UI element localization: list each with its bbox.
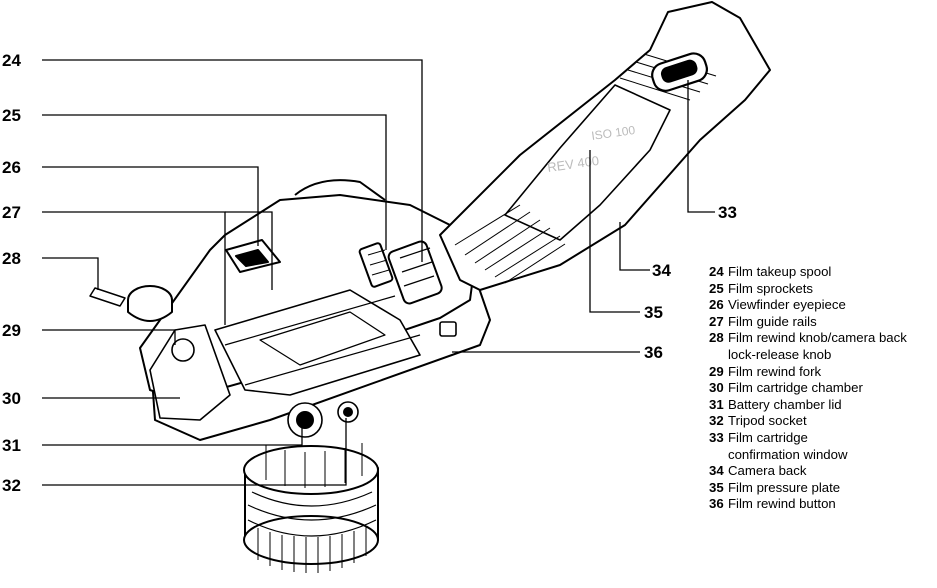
pressure-plate: [504, 84, 671, 241]
legend-item: 24 Film takeup spool: [709, 264, 935, 281]
rewind-button-icon: [439, 321, 457, 337]
legend-number: 29: [709, 363, 724, 379]
leader-28: [42, 257, 99, 290]
leader-24: [42, 59, 423, 262]
callout-27: 27: [2, 203, 21, 222]
legend-number: 28: [709, 330, 724, 346]
viewfinder-eyepiece-icon: [225, 239, 281, 273]
legend-label: Camera back: [728, 463, 807, 479]
legend-label: Film rewind fork: [728, 363, 822, 379]
leader-35: [589, 150, 640, 313]
camera-back-door: REV 400 ISO 100: [439, 1, 771, 291]
legend-number: 30: [709, 380, 724, 396]
callout-26: 26: [2, 158, 21, 177]
legend-label: Film guide rails: [728, 313, 817, 329]
callout-24: 24: [2, 51, 21, 70]
leader-26: [42, 166, 259, 246]
leader-33: [687, 80, 715, 213]
legend-number: 24: [709, 264, 724, 279]
film-gate: [214, 289, 421, 396]
legend-label: Film cartridge chamber: [728, 380, 863, 396]
legend-label: Film takeup spool: [728, 264, 832, 279]
legend-label: Film pressure plate: [728, 479, 841, 495]
takeup-spool-icon: [387, 240, 443, 305]
legend-number: 35: [709, 479, 724, 495]
legend-label: Film rewind knob/camera back lock-releas…: [728, 330, 907, 362]
leader-lines: [42, 59, 715, 486]
legend-number: 25: [709, 280, 724, 296]
legend-number: 36: [709, 496, 724, 512]
rewind-knob-icon: [89, 285, 173, 322]
legend-label: Film sprockets: [728, 280, 813, 296]
callout-28: 28: [2, 249, 21, 268]
callout-34: 34: [652, 261, 671, 280]
legend-number: 34: [709, 463, 724, 479]
callout-31: 31: [2, 436, 21, 455]
callout-numbers: 24 25 26 27 28 29 30 31 32 33 34 35 36: [2, 51, 737, 495]
legend-label: Film cartridge confirmation window: [728, 429, 848, 462]
callout-30: 30: [2, 389, 21, 408]
callout-35: 35: [644, 303, 663, 322]
leader-34: [619, 222, 650, 271]
legend-number: 31: [709, 396, 724, 412]
legend-label: Tripod socket: [728, 413, 807, 429]
leader-25: [42, 114, 387, 250]
svg-text:REV 400: REV 400: [546, 153, 600, 175]
leader-31: [42, 425, 303, 446]
svg-text:ISO 100: ISO 100: [590, 123, 636, 143]
rewind-fork-icon: [171, 338, 195, 362]
leader-27b: [225, 211, 273, 290]
callout-32: 32: [2, 476, 21, 495]
callout-33: 33: [718, 203, 737, 222]
callout-36: 36: [644, 343, 663, 362]
legend-number: 26: [709, 297, 724, 313]
legend-label: Film rewind button: [728, 496, 836, 512]
legend-label: Battery chamber lid: [728, 396, 842, 412]
legend-label: Viewfinder eyepiece: [728, 297, 846, 313]
camera-body-illustration: REV 400 ISO 100: [89, 1, 771, 573]
callout-25: 25: [2, 106, 21, 125]
lens-barrel-icon: [243, 443, 379, 573]
callout-29: 29: [2, 321, 21, 340]
legend-number: 33: [709, 429, 724, 445]
film-sprockets-icon: [358, 242, 394, 288]
legend-number: 32: [709, 413, 724, 429]
legend-number: 27: [709, 313, 724, 329]
leader-32: [42, 418, 347, 486]
leader-29: [42, 329, 176, 345]
